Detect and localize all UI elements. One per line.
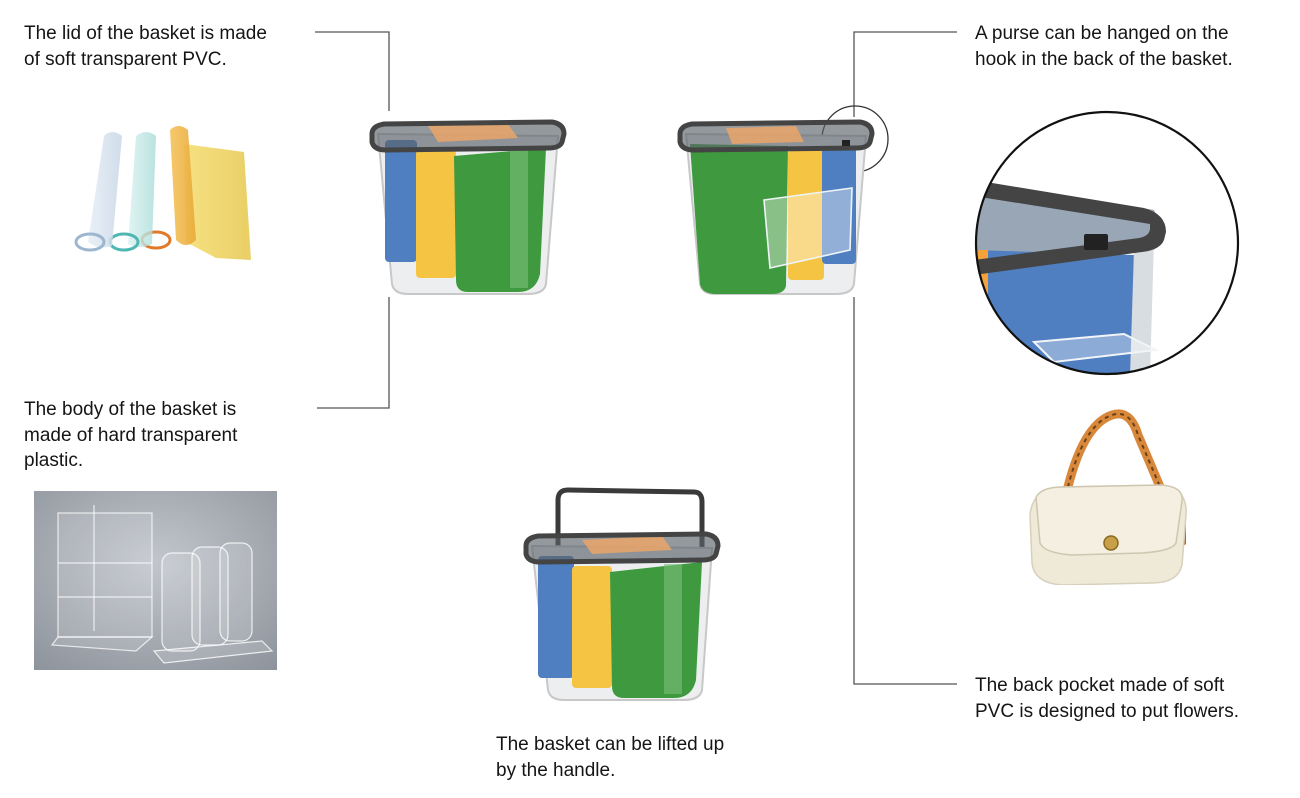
acrylic-pieces-image [34,491,277,670]
acrylic-cylinders [152,542,274,664]
bin-yellow [416,150,456,278]
leader-line-pocket [853,297,957,685]
lid-rim [369,119,567,153]
bin-green-handle [610,562,702,698]
clear-roll [88,132,122,248]
caption-hook: A purse can be hanged on the hook in the… [975,23,1233,70]
lid-rim-handle [523,531,721,565]
pocket-detail [1031,332,1160,364]
bin-yellow-handle [572,566,612,688]
caption-body: The body of the basket is made of hard t… [24,399,238,471]
lid-rim-back [677,119,875,153]
basket-back-image [677,119,875,295]
basket-front-image [369,119,567,295]
hook-icon [842,140,850,146]
body-wall-detail [1130,240,1154,374]
caption-lid: The lid of the basket is made of soft tr… [24,23,267,70]
detail-circle-border [974,110,1240,376]
back-pocket [763,187,853,269]
hook-detail-image [974,110,1240,376]
purse-image [1029,409,1187,585]
leader-line-lid [315,31,390,111]
purse-clasp [1103,535,1119,551]
orange-roll [170,126,196,245]
purse-flap [1035,484,1183,556]
leader-line-hook [853,31,957,117]
hook-detail-icon [1084,234,1108,250]
acrylic-case [50,505,154,652]
lid-orange-section [428,124,518,142]
caption-handle: The basket can be lifted up by the handl… [496,734,725,781]
yellow-sheet [184,144,251,260]
lid-rim-detail [976,180,1166,275]
bin-blue-handle [538,556,574,678]
basket-handle-image [523,487,721,701]
bin-blue-back [822,146,856,264]
pvc-rolls-image [74,126,251,260]
bin-blue [385,140,417,262]
leader-line-body [317,297,390,409]
basket-handle [555,487,705,560]
bin-yellow-back [788,150,824,280]
caption-pocket: The back pocket made of soft PVC is desi… [975,675,1240,722]
blue-roll [128,132,156,247]
clear-roll-end [74,232,106,252]
bin-green-back [690,144,788,294]
bin-green [454,148,546,292]
